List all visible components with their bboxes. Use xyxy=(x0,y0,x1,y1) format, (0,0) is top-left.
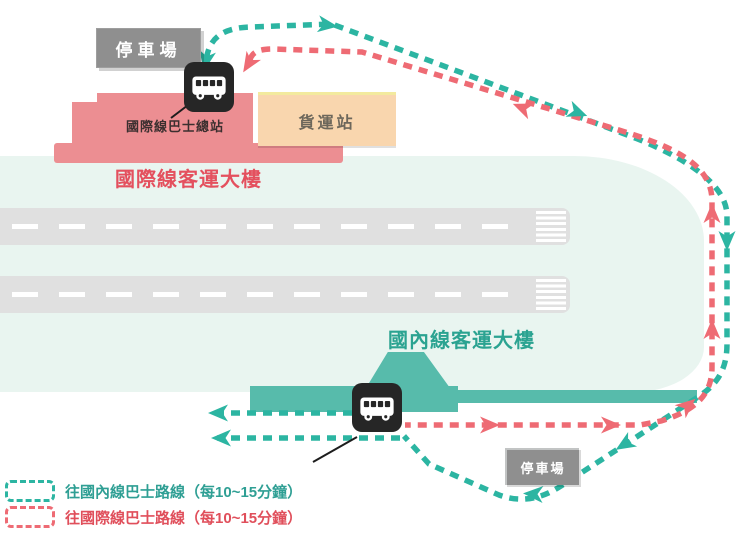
legend-swatch-red xyxy=(5,506,55,528)
domestic-terminal-label: 國內線客運大樓 xyxy=(388,330,535,352)
legend-label-domestic-route: 往國內線巴士路線（每10~15分鐘） xyxy=(65,483,303,501)
international-terminal-label: 國際線客運大樓 xyxy=(115,169,262,191)
runway-1 xyxy=(0,208,570,245)
parking-lot-top-label: 停車場 xyxy=(115,40,182,60)
runway-1-centerline xyxy=(12,224,516,229)
parking-lot-bottom: 停車場 xyxy=(505,448,579,485)
leader-line xyxy=(312,436,358,463)
international-terminal-building xyxy=(54,143,343,163)
domestic-terminal-building xyxy=(455,390,697,403)
runway-2-threshold-marking xyxy=(536,279,566,310)
cargo-terminal-box: 貨運站 xyxy=(258,92,396,146)
international-terminal-building xyxy=(72,102,99,148)
airport-apron xyxy=(0,156,704,392)
runway-1-threshold-marking xyxy=(536,211,566,242)
bus-icon xyxy=(360,397,394,421)
bus-stop-icon xyxy=(352,383,402,432)
cargo-terminal-label: 貨運站 xyxy=(298,114,356,132)
runway-2-centerline xyxy=(12,292,516,297)
legend-label-international-route: 往國際線巴士路線（每10~15分鐘） xyxy=(65,509,303,527)
legend-item-domestic-route: 往國內線巴士路線（每10~15分鐘） xyxy=(5,480,302,502)
parking-lot-top: 停車場 xyxy=(96,28,201,68)
legend-swatch-teal xyxy=(5,480,55,502)
parking-lot-bottom-label: 停車場 xyxy=(520,461,566,476)
legend-item-international-route: 往國際線巴士路線（每10~15分鐘） xyxy=(5,506,302,528)
bus-stop-icon xyxy=(184,62,234,112)
runway-2 xyxy=(0,276,570,313)
international-bus-terminal-label: 國際線巴士總站 xyxy=(126,119,225,134)
bus-icon xyxy=(192,76,226,100)
